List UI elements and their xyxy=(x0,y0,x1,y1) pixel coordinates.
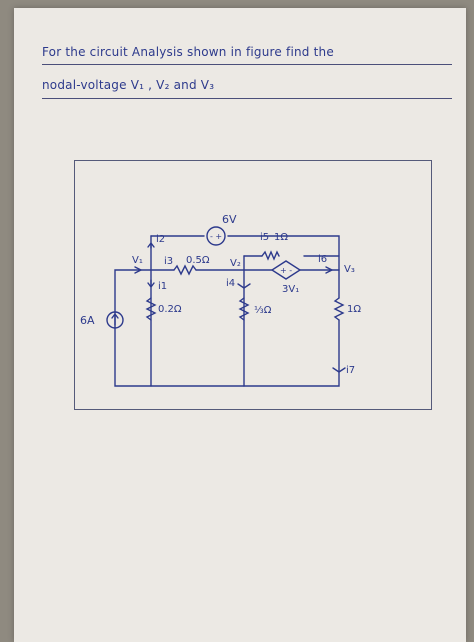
i1-arrow xyxy=(147,279,155,289)
resistor-0-2 xyxy=(145,297,157,321)
resistor-1-right-label: 1Ω xyxy=(347,304,362,315)
i4-arrow xyxy=(237,283,251,289)
resistor-0-5 xyxy=(173,264,197,276)
current-i4-label: i4 xyxy=(226,278,236,289)
resistor-1-right xyxy=(333,297,345,321)
voltage-source-circle xyxy=(206,226,226,246)
i6-arrow xyxy=(325,266,334,274)
v1-in-arrow xyxy=(134,266,143,274)
dependent-source-diamond xyxy=(270,260,302,280)
ruled-line-1 xyxy=(42,64,452,65)
ruled-line-2 xyxy=(42,98,452,99)
resistor-1-upper-label: 1Ω xyxy=(274,232,289,243)
question-line-1: For the circuit Analysis shown in figure… xyxy=(42,45,334,59)
top-wire xyxy=(150,235,340,271)
voltage-source-label: 6V xyxy=(222,213,237,226)
paper-sheet: For the circuit Analysis shown in figure… xyxy=(14,8,466,642)
resistor-1-upper xyxy=(261,250,280,261)
node-v2-label: V₂ xyxy=(230,258,241,269)
resistor-0-2-label: 0.2Ω xyxy=(158,304,182,315)
node-v1-label: V₁ xyxy=(132,255,143,266)
resistor-third-label: ⅓Ω xyxy=(254,305,272,316)
diagram-frame xyxy=(74,160,432,410)
current-source-arrow xyxy=(111,312,119,326)
i7-arrow xyxy=(332,367,346,373)
dependent-source-polarity: + - xyxy=(280,266,292,275)
resistor-third xyxy=(238,297,250,321)
current-i7-label: i7 xyxy=(346,365,356,376)
current-i2-label: i2 xyxy=(156,234,166,245)
current-i1-label: i1 xyxy=(158,281,168,292)
dependent-source-label: 3V₁ xyxy=(282,284,300,295)
voltage-source-polarity: - + xyxy=(210,232,222,241)
left-loop-wire xyxy=(114,269,245,387)
current-source-circle xyxy=(106,311,124,329)
current-i6-label: i6 xyxy=(318,254,328,265)
current-i3-label: i3 xyxy=(164,256,174,267)
i2-arrow xyxy=(147,241,155,249)
current-i5-label: i5 xyxy=(260,232,270,243)
node-v3-label: V₃ xyxy=(344,264,355,275)
v3-ground-wire xyxy=(243,319,340,387)
circuit-diagram: - + + - xyxy=(106,226,346,387)
current-source-label: 6A xyxy=(80,314,95,327)
resistor-0-5-label: 0.5Ω xyxy=(186,255,210,266)
question-line-2: nodal-voltage V₁ , V₂ and V₃ xyxy=(42,78,215,92)
